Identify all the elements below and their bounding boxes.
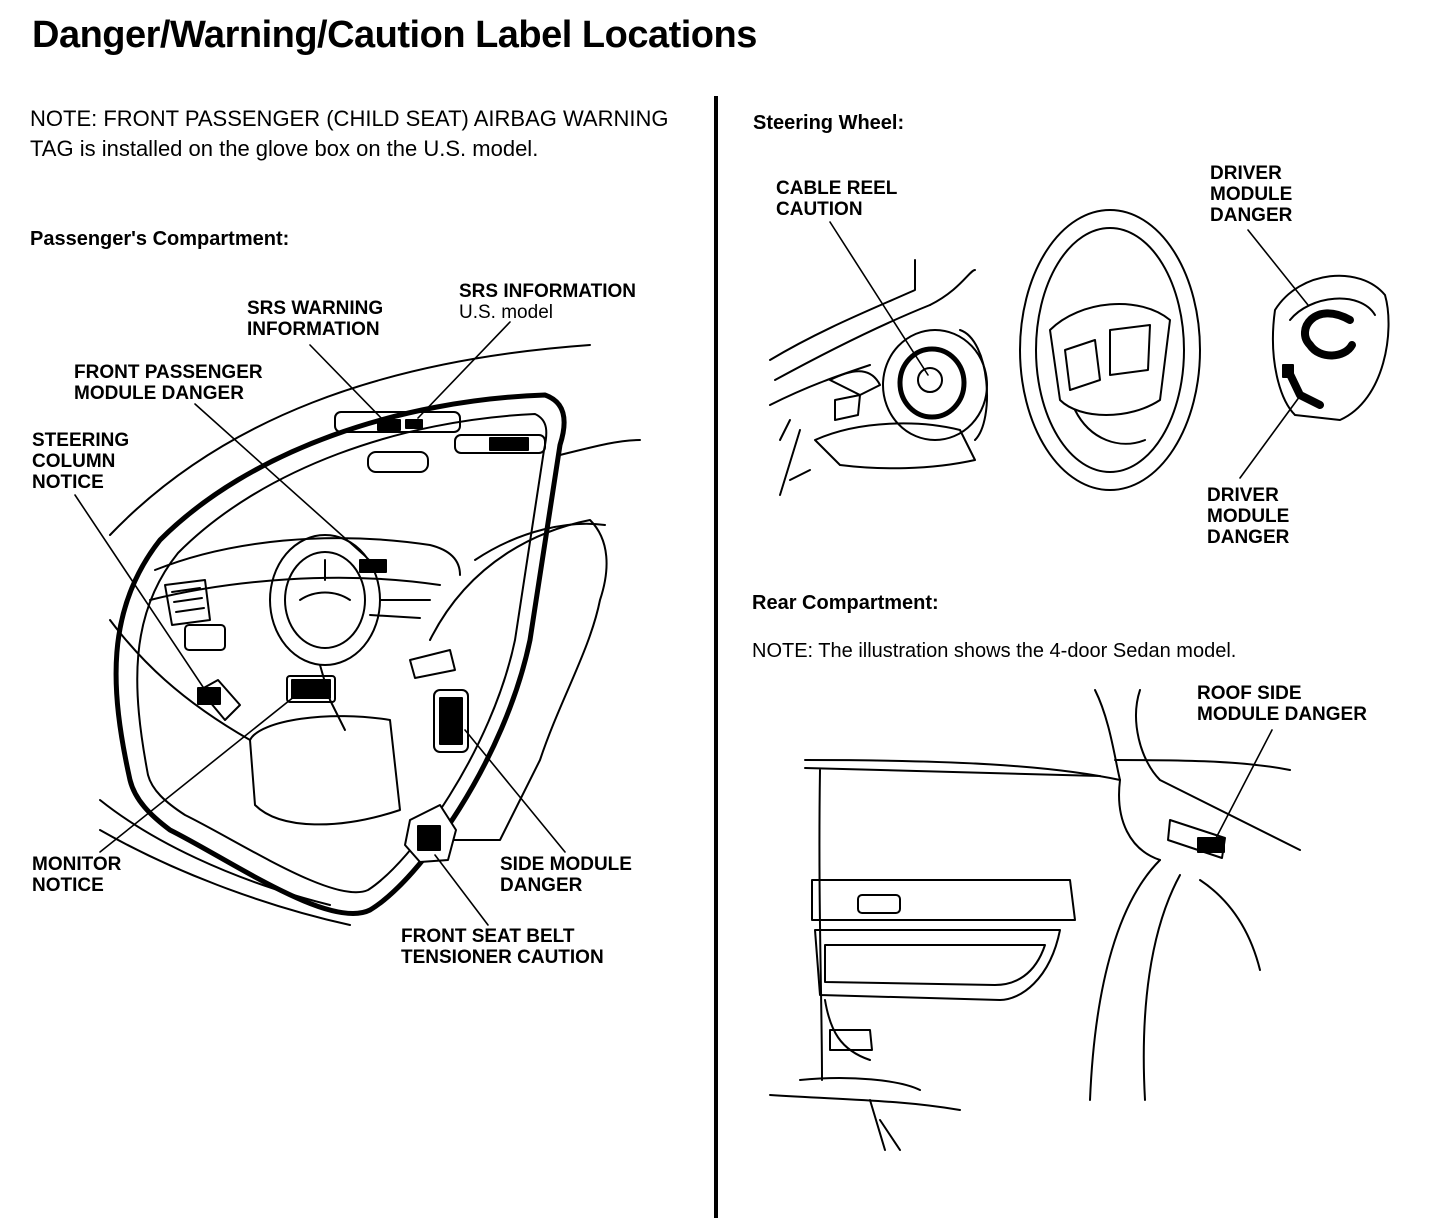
column-divider <box>714 96 718 1218</box>
leader-lines-rear <box>1214 729 1273 841</box>
airbag-tag-note: NOTE: FRONT PASSENGER (CHILD SEAT) AIRBA… <box>30 106 669 161</box>
steering-column-drawing <box>769 259 988 496</box>
rear-compartment-heading: Rear Compartment: <box>752 592 939 614</box>
steering-wheel-heading: Steering Wheel: <box>753 112 905 134</box>
passenger-compartment-heading: Passenger's Compartment: <box>30 228 290 250</box>
leader-lines-steering <box>829 221 1309 479</box>
sedan-note: NOTE: The illustration shows the 4-door … <box>752 640 1237 662</box>
driver-module-drawing <box>1271 274 1390 421</box>
leader-lines-passenger <box>74 321 566 926</box>
rear-door-drawing <box>769 689 1301 1151</box>
page-title: Danger/Warning/Caution Label Locations <box>32 14 757 56</box>
car-interior-drawing <box>99 344 641 926</box>
steering-wheel-drawing <box>1019 209 1201 491</box>
